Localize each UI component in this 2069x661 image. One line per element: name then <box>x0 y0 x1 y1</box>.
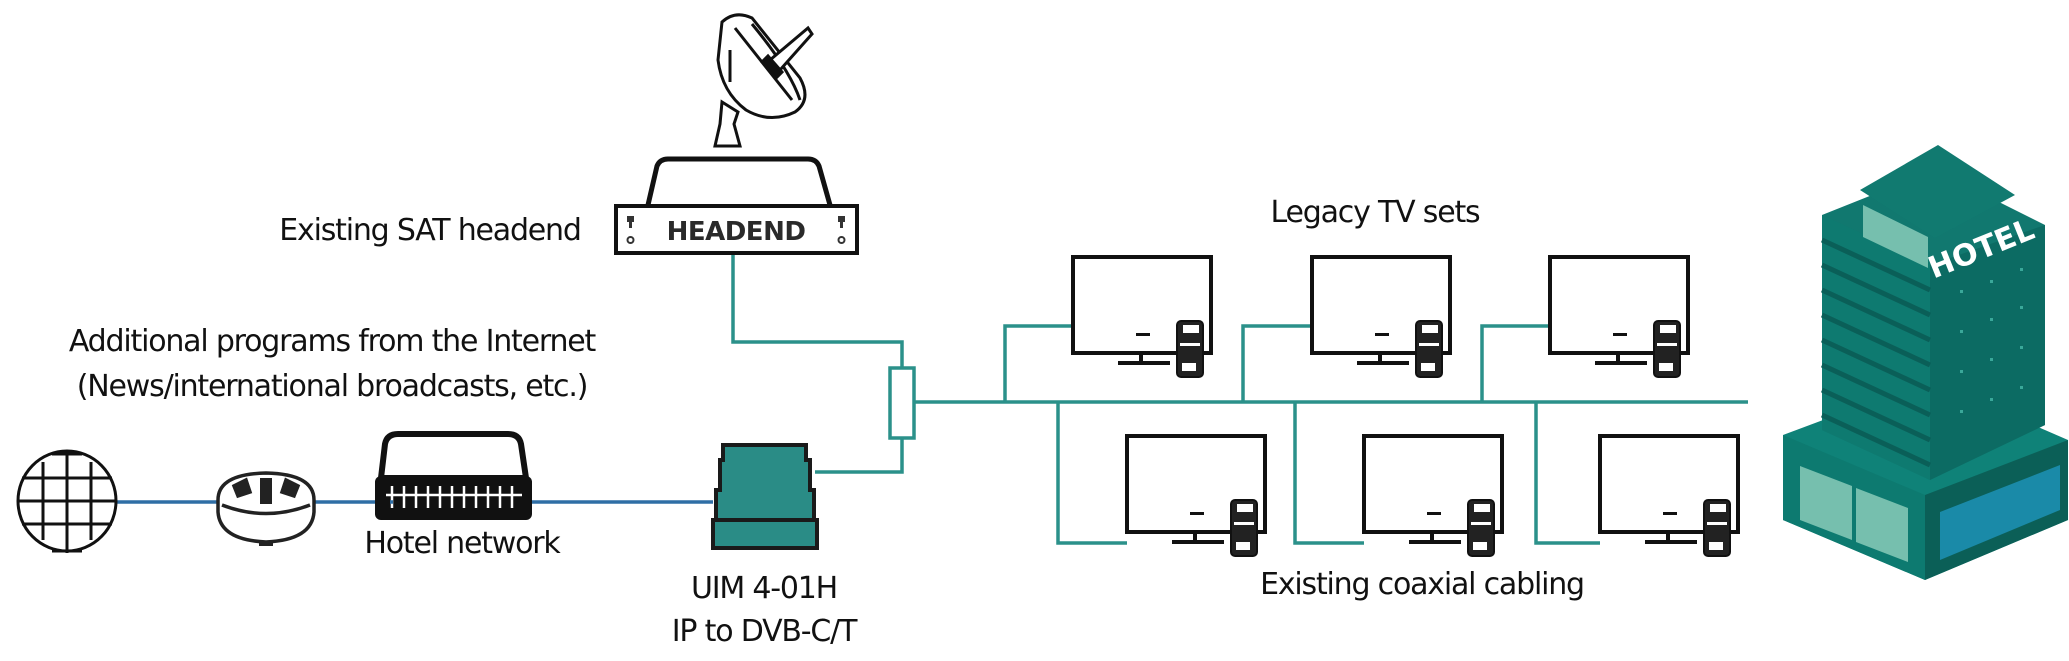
headend-connector-icon <box>837 216 846 244</box>
tv-sets <box>1071 255 1740 557</box>
tv-stand-base <box>1645 540 1697 544</box>
coax-lines <box>731 253 1748 545</box>
satellite-dish-icon <box>713 13 814 148</box>
tv-stand-base <box>1595 361 1647 365</box>
coax-branch <box>1534 402 1600 545</box>
tv-with-settop-box-icon <box>1310 255 1452 378</box>
settop-box-icon <box>1415 320 1443 378</box>
internet-label-line1: Additional programs from the Internet <box>69 324 597 359</box>
headend-device: HEADEND <box>614 156 859 255</box>
settop-box-icon <box>1467 499 1495 557</box>
internet-globe-icon <box>16 449 118 553</box>
tv-led <box>1427 512 1441 515</box>
tv-led <box>1375 333 1389 336</box>
network-switch-icon <box>375 431 532 520</box>
tv-stand <box>1193 532 1197 540</box>
legacy-tv-label: Legacy TV sets <box>1271 195 1480 230</box>
coax-cabling-label: Existing coaxial cabling <box>1260 567 1584 602</box>
tv-led <box>1136 333 1150 336</box>
coax-branch <box>1480 324 1550 402</box>
building-windows <box>1960 268 2023 413</box>
tv-stand <box>1666 532 1670 540</box>
hotel-building-icon: HOTEL <box>1783 145 2068 580</box>
settop-box-icon <box>1230 499 1258 557</box>
tv-stand-base <box>1357 361 1409 365</box>
tv-with-settop-box-icon <box>1548 255 1690 378</box>
internet-label-line2: (News/international broadcasts, etc.) <box>77 369 587 404</box>
tv-stand-base <box>1409 540 1461 544</box>
settop-box-icon <box>1653 320 1681 378</box>
tv-with-settop-box-icon <box>1598 434 1740 557</box>
tv-led <box>1613 333 1627 336</box>
coax-uim-to-splitter <box>815 438 904 474</box>
switch-ports <box>386 486 522 508</box>
headend-label: HEADEND <box>667 217 806 247</box>
coax-branch <box>1056 402 1127 545</box>
coax-branch <box>1293 402 1364 545</box>
tv-with-settop-box-icon <box>1071 255 1213 378</box>
tv-led <box>1663 512 1677 515</box>
hotel-network-label: Hotel network <box>364 526 561 561</box>
settop-box-icon <box>1176 320 1204 378</box>
tv-stand <box>1378 353 1382 361</box>
uim-label-line1: UIM 4-01H <box>691 571 837 606</box>
uim-modulator-icon <box>711 443 819 550</box>
tv-stand-base <box>1172 540 1224 544</box>
tv-stand-base <box>1118 361 1170 365</box>
coax-branch <box>1003 324 1073 402</box>
coax-branch <box>1241 324 1312 402</box>
tv-stand <box>1430 532 1434 540</box>
coax-splitter-icon <box>888 366 916 440</box>
headend-connector-icon <box>626 216 635 244</box>
router-icon <box>216 471 316 546</box>
tv-with-settop-box-icon <box>1362 434 1504 557</box>
building-floors <box>1820 237 1932 468</box>
uim-label-line2: IP to DVB-C/T <box>672 614 858 649</box>
tv-stand <box>1616 353 1620 361</box>
tv-led <box>1190 512 1204 515</box>
tv-stand <box>1139 353 1143 361</box>
coax-headend-to-splitter <box>731 253 904 368</box>
sat-headend-label: Existing SAT headend <box>279 213 580 248</box>
settop-box-icon <box>1703 499 1731 557</box>
tv-with-settop-box-icon <box>1125 434 1267 557</box>
